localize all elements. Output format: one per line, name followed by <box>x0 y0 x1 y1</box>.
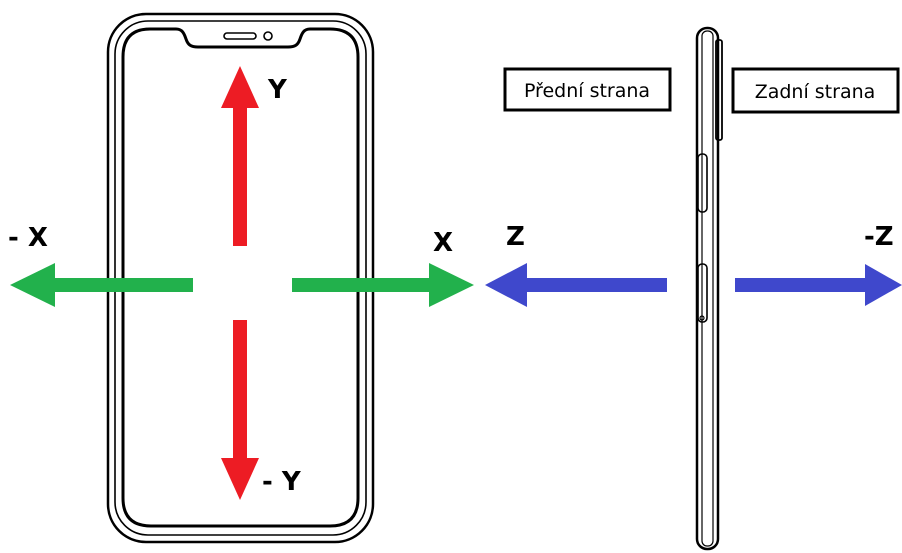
front-side-caption: Přední strana <box>503 67 672 112</box>
button-dot-icon <box>699 315 705 321</box>
z-negative-label: -Z <box>864 222 894 252</box>
z-positive-label: Z <box>506 222 525 252</box>
y-positive-label: Y <box>267 75 288 105</box>
x-negative-label: - X <box>8 223 48 253</box>
z-negative-arrow <box>735 264 902 306</box>
volume-button-icon <box>697 153 708 213</box>
speaker-grille-icon <box>223 32 257 40</box>
phone-side-body <box>695 26 720 551</box>
rear-camera-bump-icon <box>715 39 723 141</box>
x-axis-arrows <box>10 263 474 307</box>
phone-side-view <box>695 26 723 551</box>
front-side-box <box>503 67 672 112</box>
z-positive-arrow <box>485 263 667 307</box>
back-side-label: Zadní strana <box>755 81 876 103</box>
front-side-label: Přední strana <box>524 80 650 102</box>
z-axis-arrows <box>485 263 902 307</box>
y-negative-label: - Y <box>262 467 302 497</box>
phone-side-inner-edge <box>701 30 714 547</box>
power-button-icon <box>697 263 708 323</box>
x-positive-label: X <box>433 228 453 258</box>
back-side-caption: Zadní strana <box>731 67 900 114</box>
x-negative-arrow <box>10 263 193 307</box>
y-axis-arrows <box>221 66 259 500</box>
y-negative-arrow <box>221 320 259 500</box>
x-positive-arrow <box>292 263 474 307</box>
y-positive-arrow <box>221 66 259 246</box>
back-side-box <box>731 67 900 114</box>
phone-screen-with-notch <box>121 27 360 528</box>
front-camera-icon <box>263 31 273 41</box>
